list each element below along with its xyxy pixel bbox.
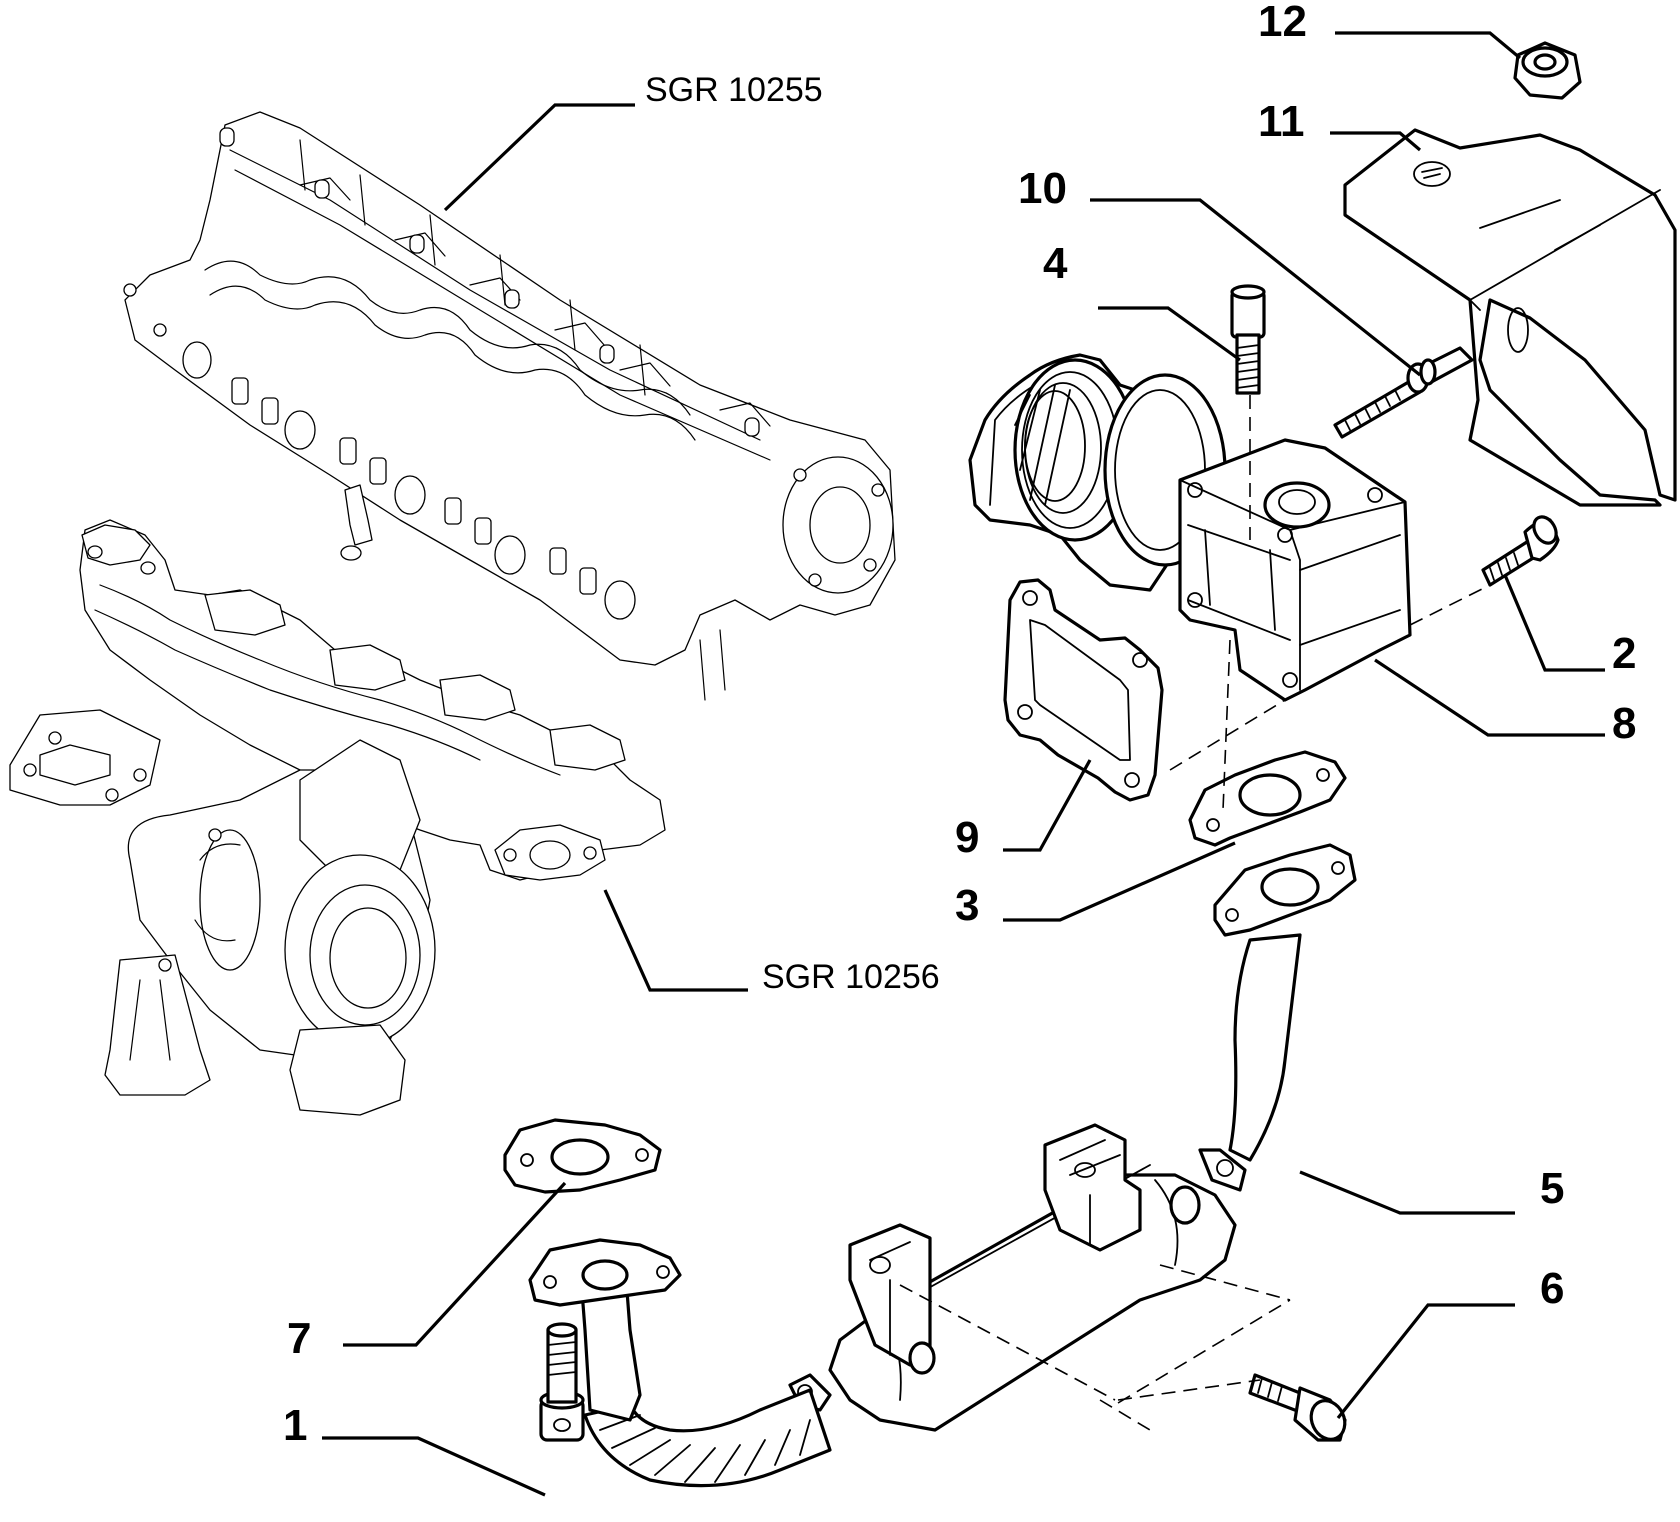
bolt-2-drawing (1481, 515, 1560, 587)
manifold-reference-label: SGR 10255 (645, 71, 823, 109)
bolt-6-drawing (1248, 1373, 1347, 1442)
egr-valve-8-drawing (968, 353, 1412, 702)
callout-12: 12 (1258, 0, 1307, 46)
callout-6: 6 (1540, 1264, 1564, 1313)
callout-4: 4 (1043, 239, 1068, 288)
assembly-dash-lines (899, 395, 1491, 1431)
intake-manifold-drawing (123, 111, 896, 701)
gasket-3-drawing (1188, 750, 1347, 847)
exhaust-manifold-turbo-drawing (9, 519, 666, 1116)
bracket-11-drawing (1343, 128, 1677, 507)
bolt-4-drawing (1230, 284, 1266, 395)
callout-8: 8 (1612, 699, 1636, 748)
bolt-1-drawing (539, 1322, 585, 1442)
callout-1: 1 (283, 1401, 307, 1450)
callout-9: 9 (955, 813, 979, 862)
gasket-9-drawing (1003, 578, 1164, 802)
nut-12-drawing (1513, 41, 1582, 100)
callout-5: 5 (1540, 1164, 1564, 1213)
leader-lines (322, 31, 1605, 1497)
callout-2: 2 (1612, 629, 1636, 678)
callout-7: 7 (287, 1314, 311, 1363)
egr-pipe-5-drawing (528, 843, 1357, 1488)
gasket-7-drawing (503, 1118, 662, 1194)
exhaust-reference-label: SGR 10256 (762, 958, 940, 996)
callout-11: 11 (1258, 97, 1305, 146)
callout-labels: SGR 10255 SGR 10256 12 11 10 4 2 8 9 3 5… (283, 0, 1636, 1450)
callout-10: 10 (1018, 164, 1067, 213)
stud-10-drawing (1333, 346, 1474, 439)
callout-3: 3 (955, 881, 979, 930)
